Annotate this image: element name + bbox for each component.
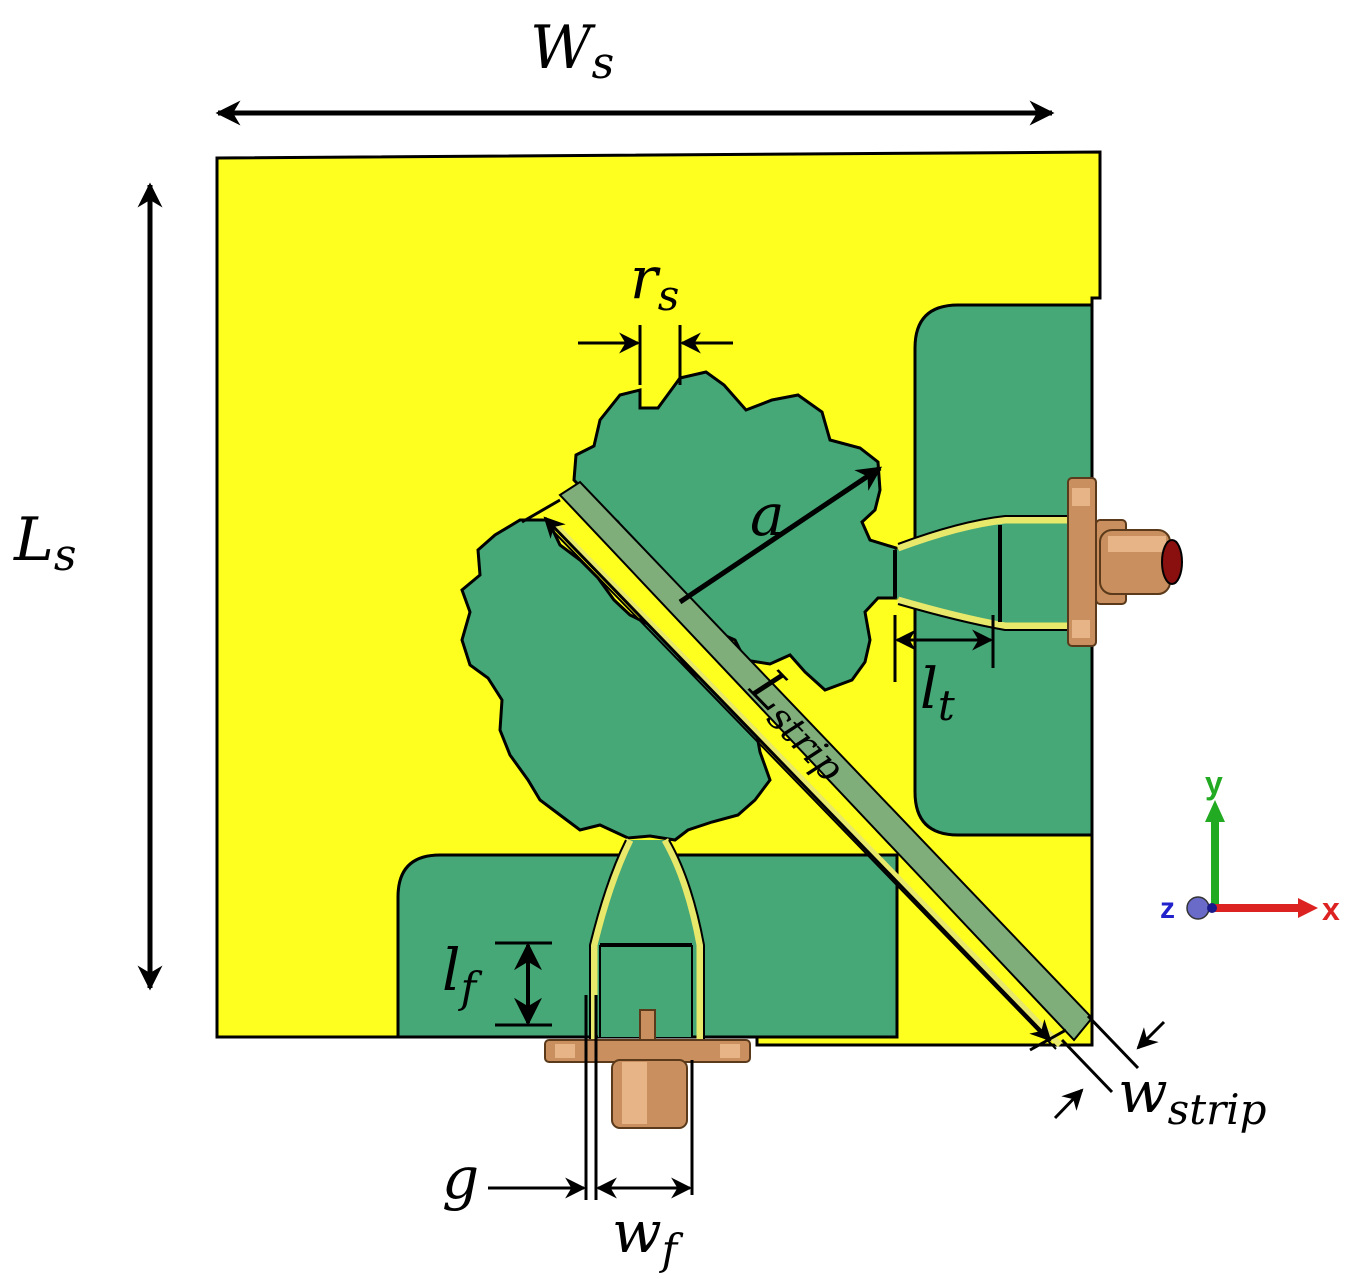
rs-label: rs	[630, 244, 679, 320]
xyz-axis-icon: y x z	[1160, 765, 1340, 927]
lstrip-tick-top	[521, 498, 561, 524]
axis-z-label: z	[1160, 892, 1175, 925]
wstrip-tick-1	[1060, 1038, 1114, 1094]
a-label: a	[750, 481, 785, 549]
ls-label: Ls	[13, 505, 76, 581]
ws-label: Ws	[530, 13, 614, 89]
g-label: g	[442, 1144, 479, 1212]
wstrip-arrow-1	[1053, 1088, 1084, 1120]
axis-y-label: y	[1205, 765, 1223, 801]
lstrip-dimension-arrow	[543, 516, 1052, 1042]
wstrip-arrow-2	[1136, 1020, 1166, 1050]
wf-label: wf	[612, 1198, 684, 1274]
right-sma-connector	[1067, 477, 1183, 647]
lt-label: lt	[920, 657, 955, 730]
wstrip-tick-2	[1086, 1014, 1140, 1070]
axis-x-label: x	[1322, 891, 1340, 927]
wstrip-label: wstrip	[1118, 1058, 1266, 1134]
